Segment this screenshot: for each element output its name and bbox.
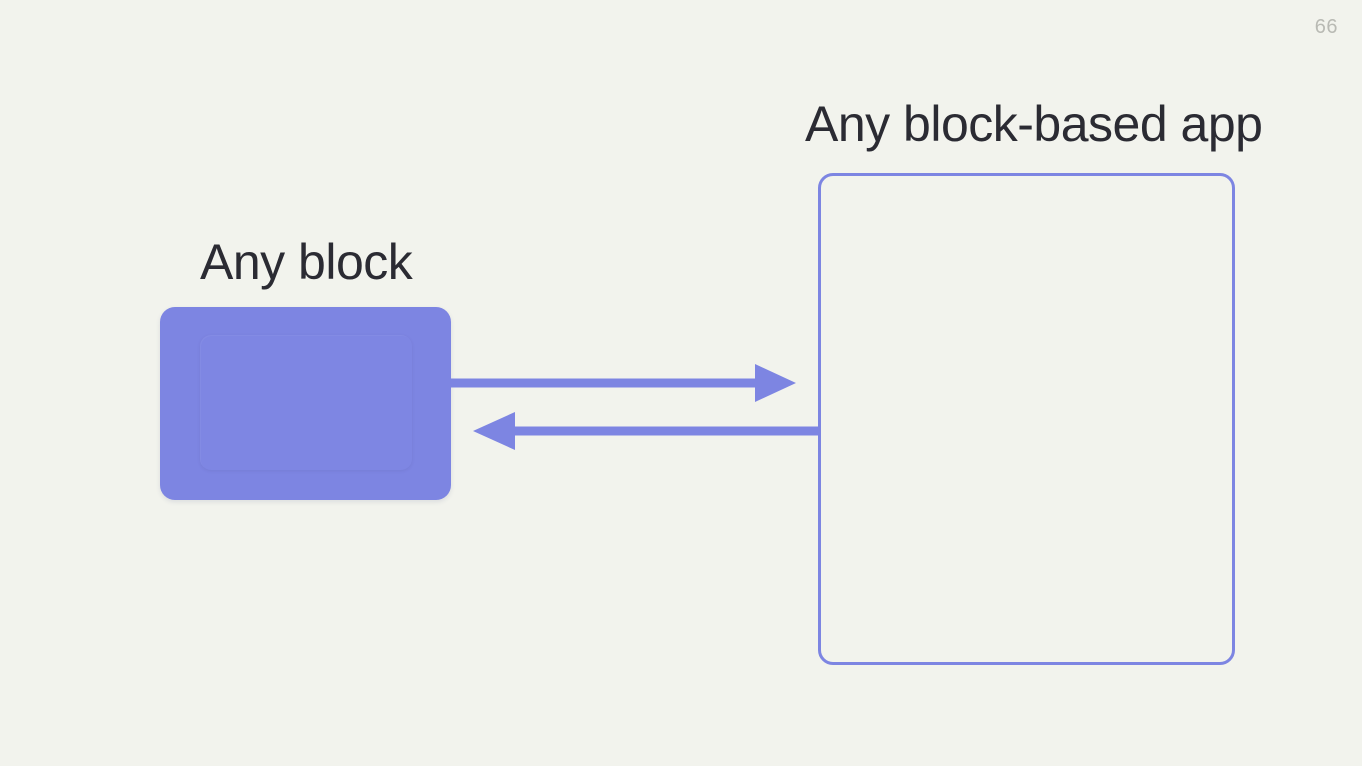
arrow-app-to-block (473, 412, 820, 450)
arrow-block-to-app (451, 364, 796, 402)
page-number: 66 (1314, 16, 1338, 38)
any-block-based-app-frame[interactable] (818, 173, 1235, 665)
block-caption-label: Any block (200, 234, 413, 290)
app-caption-label: Any block-based app (805, 96, 1263, 152)
any-block-inner-shape (200, 335, 412, 470)
any-block-shape[interactable] (160, 307, 451, 500)
